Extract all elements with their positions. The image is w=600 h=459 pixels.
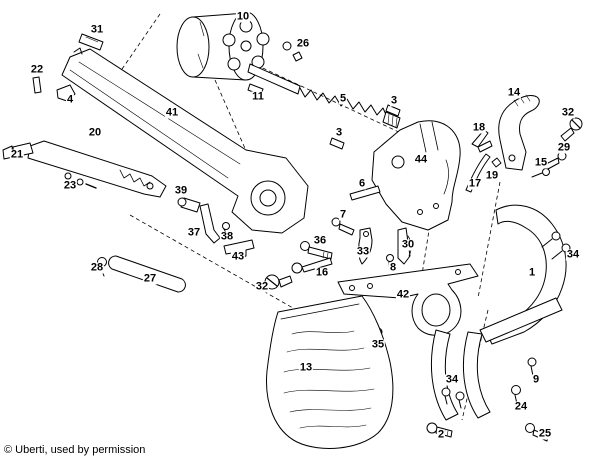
hammer-part [498,94,540,171]
link-part [64,172,97,189]
screw-29-part [545,151,567,170]
screw-34b-part [441,387,465,409]
screw-15-part [531,168,550,178]
rod-27-part [108,255,186,293]
screw-22-part [32,76,42,94]
cylinder-part [176,11,270,81]
backstrap-part [479,204,567,345]
hand-37-part [199,203,221,244]
screw-9-part [527,357,537,377]
trigger-part [358,227,373,265]
nipple-part [282,41,303,62]
loading-lever-part [27,140,167,198]
front-strap-part [430,329,491,421]
wedge-part [78,33,104,51]
spring-18-part [471,129,493,153]
screw-36-part [300,241,333,260]
rammer-part [177,197,201,213]
barrel-part [61,47,309,234]
screw-28-part [97,257,107,277]
hand-30-part [397,227,412,265]
screw-2-part [426,422,453,438]
pin-3b-part [329,137,345,150]
plunger-part [56,84,76,102]
pin-19-part [491,157,502,168]
spring-6-part [349,185,381,201]
screw-24-part [511,385,521,405]
screw-7-part [331,217,355,236]
screw-32b-part [264,274,293,290]
frame-part [371,120,461,231]
copyright-credit: © Uberti, used by permission [4,444,146,456]
screw-25-part [525,423,549,442]
grip-part [266,295,394,449]
pin-11-part [247,83,264,96]
screw-32a-part [560,117,583,142]
spring-17-part [465,153,491,193]
bracket-43-part [223,239,255,259]
arbor-spring-part [247,63,401,129]
screw-38-part [222,222,230,239]
screw-16-part [291,257,333,274]
screw-8-part [386,254,394,273]
pin-3a-part [385,104,401,117]
